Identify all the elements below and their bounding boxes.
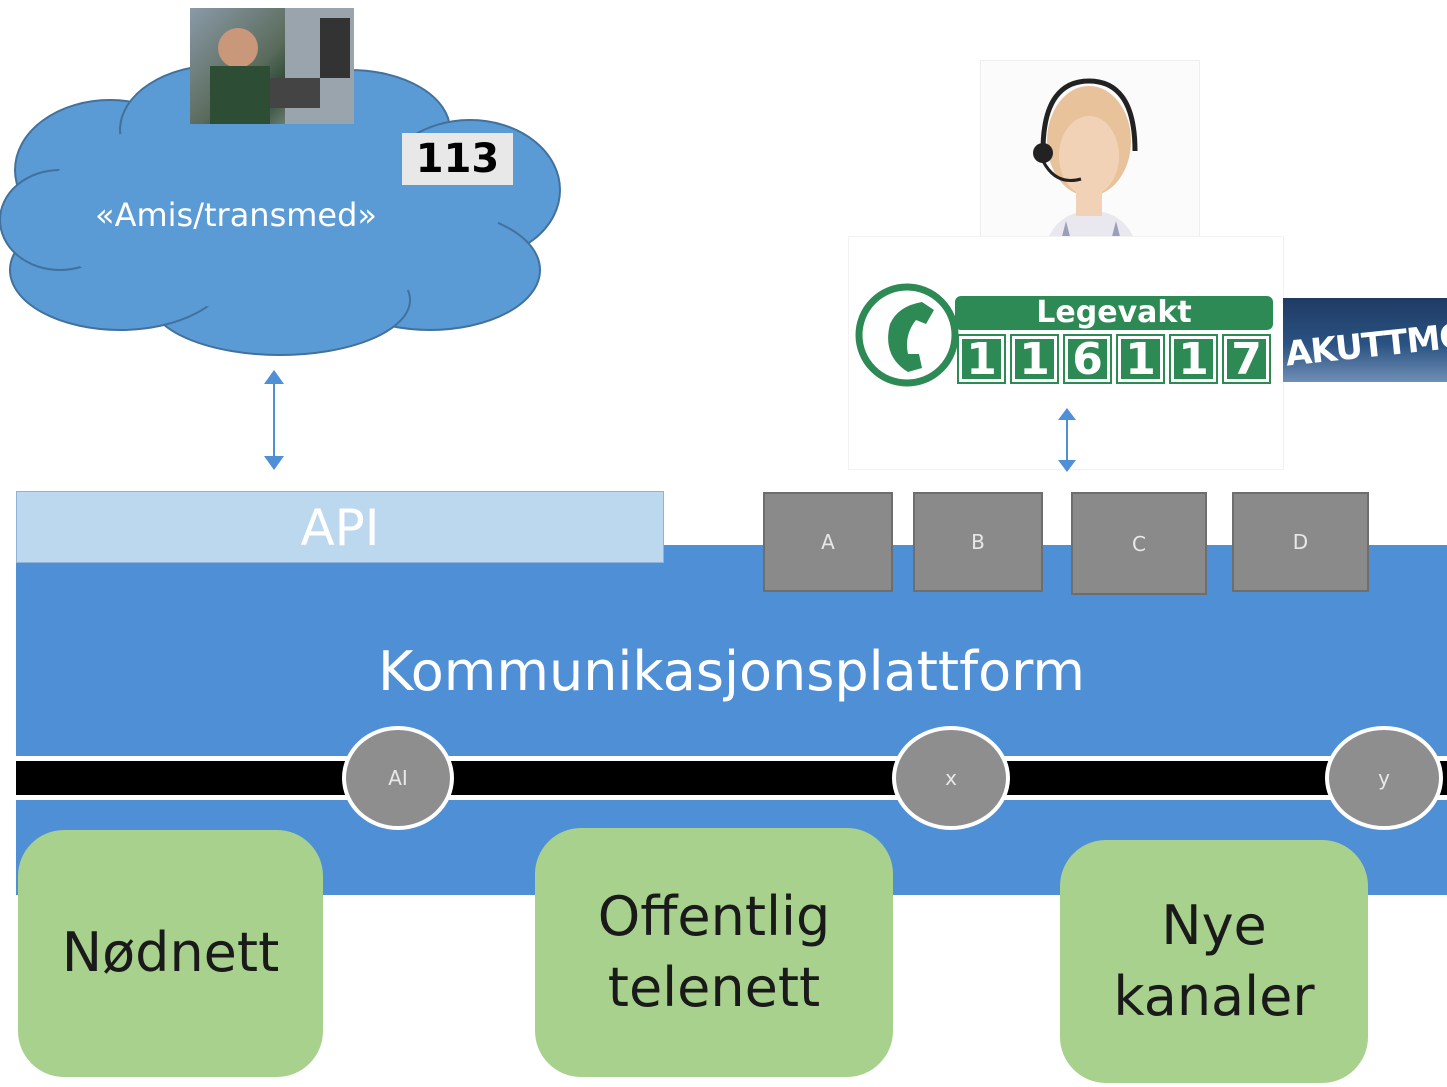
api-label: API: [300, 499, 380, 557]
platform-title: Kommunikasjonsplattform: [378, 640, 1085, 703]
bus-node-ai: AI: [342, 726, 454, 830]
phone-digit: 1: [1010, 334, 1059, 385]
channel-nodnett-label: Nødnett: [61, 921, 280, 985]
double-arrow-icon: [1058, 408, 1076, 472]
phone-digit: 1: [1116, 334, 1165, 385]
legevakt-label: Legevakt: [1036, 295, 1192, 330]
channel-offentlig-telenett: Offentlig telenett: [535, 828, 893, 1077]
channel-nye-line1: Nye: [1161, 894, 1267, 958]
cloud-label: «Amis/transmed»: [95, 196, 377, 234]
channel-offentlig-line2: telenett: [607, 955, 821, 1019]
phone-digit: 1: [1169, 334, 1218, 385]
cloud-shape: [0, 64, 561, 356]
channel-nye-kanaler: Nye kanaler: [1060, 840, 1368, 1083]
channel-nodnett: Nødnett: [18, 830, 323, 1077]
channel-nye-line2: kanaler: [1113, 964, 1315, 1028]
phone-digit: 1: [957, 334, 1006, 385]
module-box-d: D: [1232, 492, 1369, 592]
phone-digit: 7: [1222, 334, 1271, 385]
channel-offentlig-line1: Offentlig: [597, 885, 831, 949]
double-arrow-icon: [264, 370, 284, 470]
communication-bus: [16, 756, 1447, 800]
module-box-c: C: [1071, 492, 1207, 595]
operator-photo: [190, 8, 354, 124]
phone-icon: [855, 283, 959, 387]
api-layer: API: [16, 491, 664, 563]
emergency-number-113-badge: 113: [402, 133, 513, 185]
phone-digit: 6: [1063, 334, 1112, 385]
module-box-a: A: [763, 492, 893, 592]
emergency-sign-photo: AKUTTMOT: [1283, 298, 1447, 382]
module-box-b: B: [913, 492, 1043, 592]
bus-node-y: y: [1325, 726, 1443, 830]
emergency-sign-text: AKUTTMOT: [1283, 313, 1447, 375]
bus-node-x: x: [892, 726, 1010, 830]
legevakt-banner: Legevakt: [955, 296, 1273, 330]
